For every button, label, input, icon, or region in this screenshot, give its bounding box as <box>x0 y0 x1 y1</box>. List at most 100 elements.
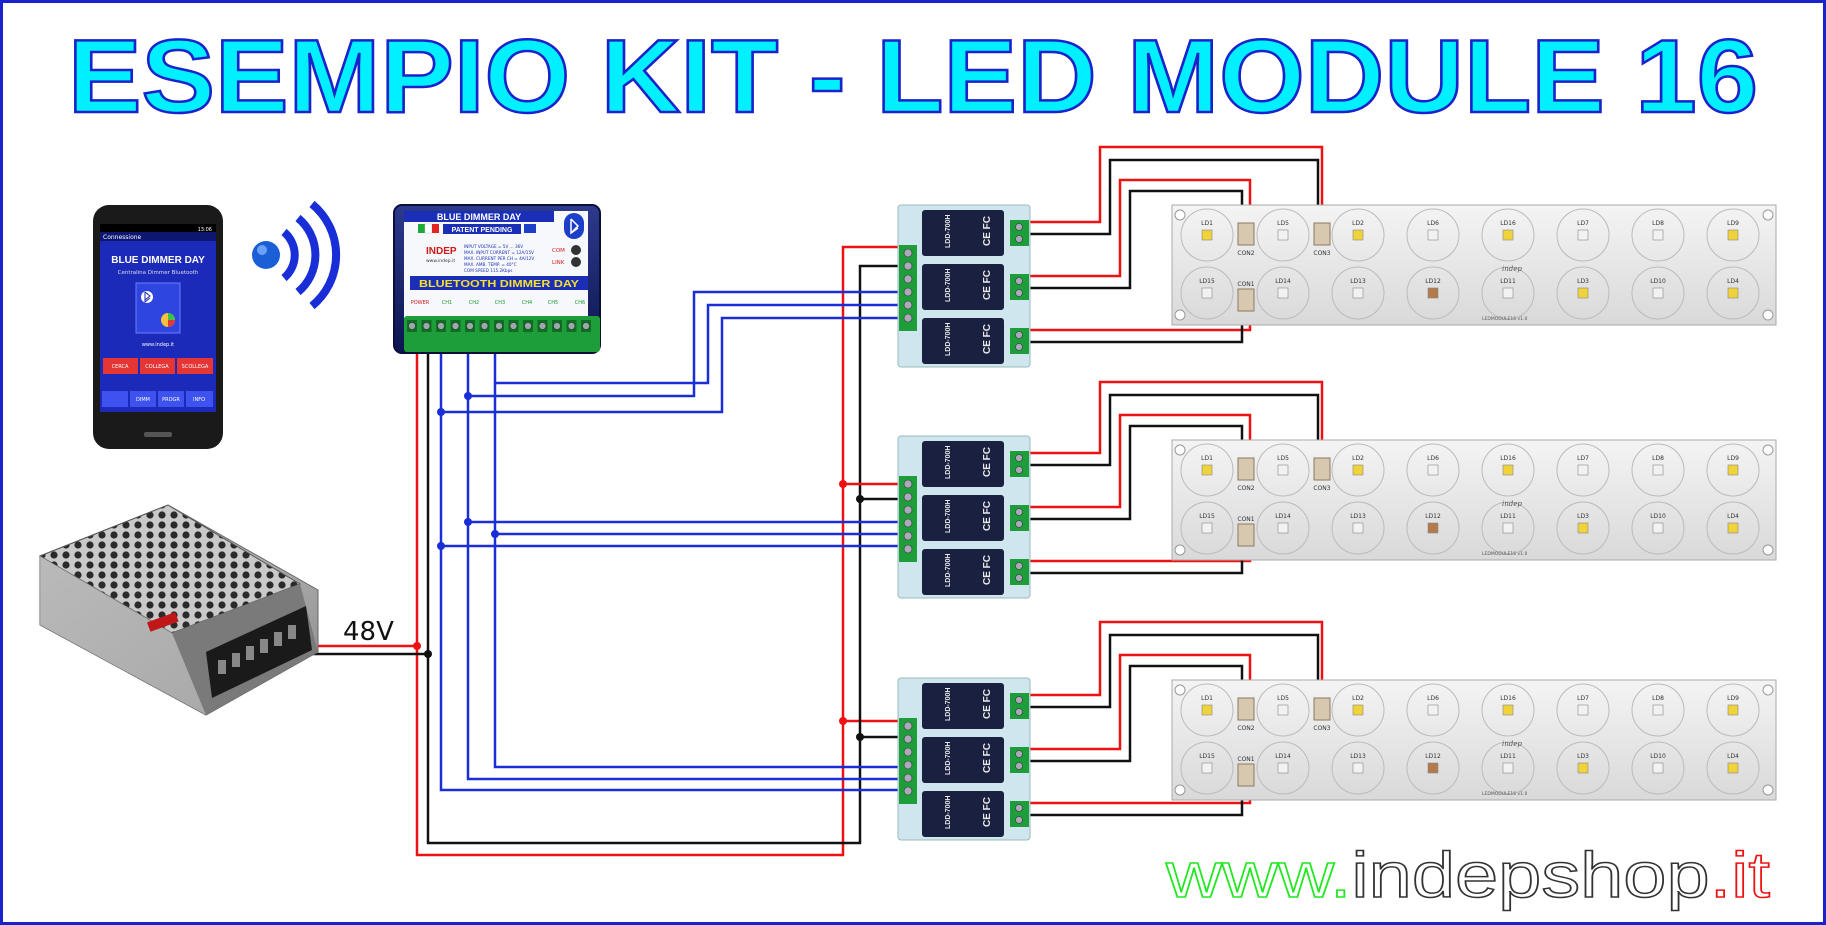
terminal-screw <box>903 531 913 541</box>
terminal-screw <box>480 322 489 330</box>
led-lens-ring <box>1481 741 1535 795</box>
phone-tab[interactable] <box>102 391 128 407</box>
led-chip <box>1652 704 1664 716</box>
led-label: LD6 <box>1427 220 1439 227</box>
led-lens-ring <box>1406 501 1460 555</box>
led-wire <box>1029 393 1320 467</box>
terminal-screw <box>903 313 913 323</box>
ldd-module <box>922 737 1004 783</box>
led-lens-ring <box>1331 501 1385 555</box>
phone-button-scollega[interactable] <box>177 358 213 374</box>
led-label: LD6 <box>1427 695 1439 702</box>
phone-button-collega[interactable] <box>140 358 175 374</box>
channel-label: CH2 <box>469 300 479 306</box>
led-chip <box>1652 287 1664 299</box>
led-chip <box>1727 762 1739 774</box>
phone-tab-info[interactable] <box>186 391 213 407</box>
phone-app-site: www.indep.it <box>142 342 174 348</box>
led-label: LD2 <box>1352 695 1364 702</box>
driver-output-terminal <box>1010 505 1029 531</box>
phone-tab-progr[interactable] <box>158 391 184 407</box>
shop-url-suffix: .it <box>1710 839 1771 911</box>
led-lens-ring <box>1180 208 1234 262</box>
controller-bottom-label: BLUETOOTH DIMMER DAY <box>419 279 579 290</box>
voltage-label: 48V <box>343 617 394 647</box>
led-chip <box>1277 287 1289 299</box>
led-label: LD9 <box>1727 455 1739 462</box>
terminal-screw <box>1015 762 1023 770</box>
led-label: LD13 <box>1350 513 1366 520</box>
led-chip <box>1577 762 1589 774</box>
led-label: LD1 <box>1201 695 1213 702</box>
controller-spec: MAX. CURRENT PER CH = 4A/12V <box>464 256 534 261</box>
terminal-screw <box>495 322 503 330</box>
led-label: LD7 <box>1577 695 1589 702</box>
led-chip <box>1277 762 1289 774</box>
terminal-screw <box>553 322 561 330</box>
phone-tabs: DIMM PROGR INFO <box>102 391 213 407</box>
led-lens-ring <box>1256 443 1310 497</box>
led-connector <box>1237 763 1255 787</box>
led-label: LD6 <box>1427 455 1439 462</box>
led-chip <box>1502 522 1514 534</box>
led-board-pcb <box>1171 679 1777 801</box>
led-label: LD4 <box>1727 278 1739 285</box>
led-lens-ring <box>1631 683 1685 737</box>
led-connector <box>1313 222 1331 246</box>
led-lens-ring <box>1256 741 1310 795</box>
mount-hole <box>1174 684 1186 696</box>
ldd-module-marks: CE FC <box>982 743 993 773</box>
led-lens-ring <box>1481 266 1535 320</box>
phone-app-title: BLUE DIMMER DAY <box>111 255 205 266</box>
connector-label: CON1 <box>1237 516 1254 523</box>
mount-hole <box>1174 444 1186 456</box>
driver-output-terminal <box>1010 274 1029 300</box>
ldd-module <box>922 791 1004 837</box>
channel-label: POWER <box>411 300 430 306</box>
led-lens-ring <box>1406 208 1460 262</box>
led-lens-ring <box>1631 443 1685 497</box>
led-lens-ring <box>1631 266 1685 320</box>
led-lens-ring <box>1180 443 1234 497</box>
led-chip <box>1427 464 1439 476</box>
ldd-module-label: LDD-700H <box>945 796 952 829</box>
led-chip <box>1201 229 1213 241</box>
ldd-module-label: LDD-700H <box>945 215 952 248</box>
led-wire <box>1029 413 1252 509</box>
led-chip <box>1727 704 1739 716</box>
terminal-screw <box>1015 235 1023 243</box>
led-lens-ring <box>1706 683 1760 737</box>
led-label: LD11 <box>1500 753 1516 760</box>
led-chip <box>1502 287 1514 299</box>
terminal-screw <box>903 760 913 770</box>
smartphone: 13:06 Connessione BLUE DIMMER DAY Centra… <box>93 205 223 449</box>
phone-button-cerca[interactable] <box>103 358 138 374</box>
led-label: LD15 <box>1199 278 1215 285</box>
terminal-screw <box>1015 816 1023 824</box>
terminal-screw <box>903 544 913 554</box>
wireless-icon <box>252 200 341 310</box>
led-label: LD8 <box>1652 220 1664 227</box>
led-label: LD8 <box>1652 695 1664 702</box>
ldd-module-marks: CE FC <box>982 216 993 246</box>
terminal-screw <box>567 322 576 330</box>
phone-button-label: CERCA <box>112 364 129 370</box>
terminal-screw <box>582 322 590 330</box>
led-lens-ring <box>1331 683 1385 737</box>
link-led <box>571 257 581 267</box>
led-lens-ring <box>1631 741 1685 795</box>
terminal-screw <box>1015 562 1023 570</box>
led-label: LD16 <box>1500 455 1516 462</box>
led-wire <box>1029 664 1244 763</box>
phone-tab-dimm[interactable] <box>130 391 156 407</box>
led-label: LD7 <box>1577 455 1589 462</box>
connector-label: CON2 <box>1237 725 1254 732</box>
connector-label: CON1 <box>1237 756 1254 763</box>
driver-output-terminal <box>1010 220 1029 246</box>
driver-output-terminal <box>1010 693 1029 719</box>
controller-patent: PATENT PENDING <box>452 227 513 234</box>
controller-spec: MAX. INPUT CURRENT = 12A/15V <box>464 250 534 255</box>
led-wire <box>1029 424 1244 521</box>
led-wire <box>1029 653 1252 751</box>
